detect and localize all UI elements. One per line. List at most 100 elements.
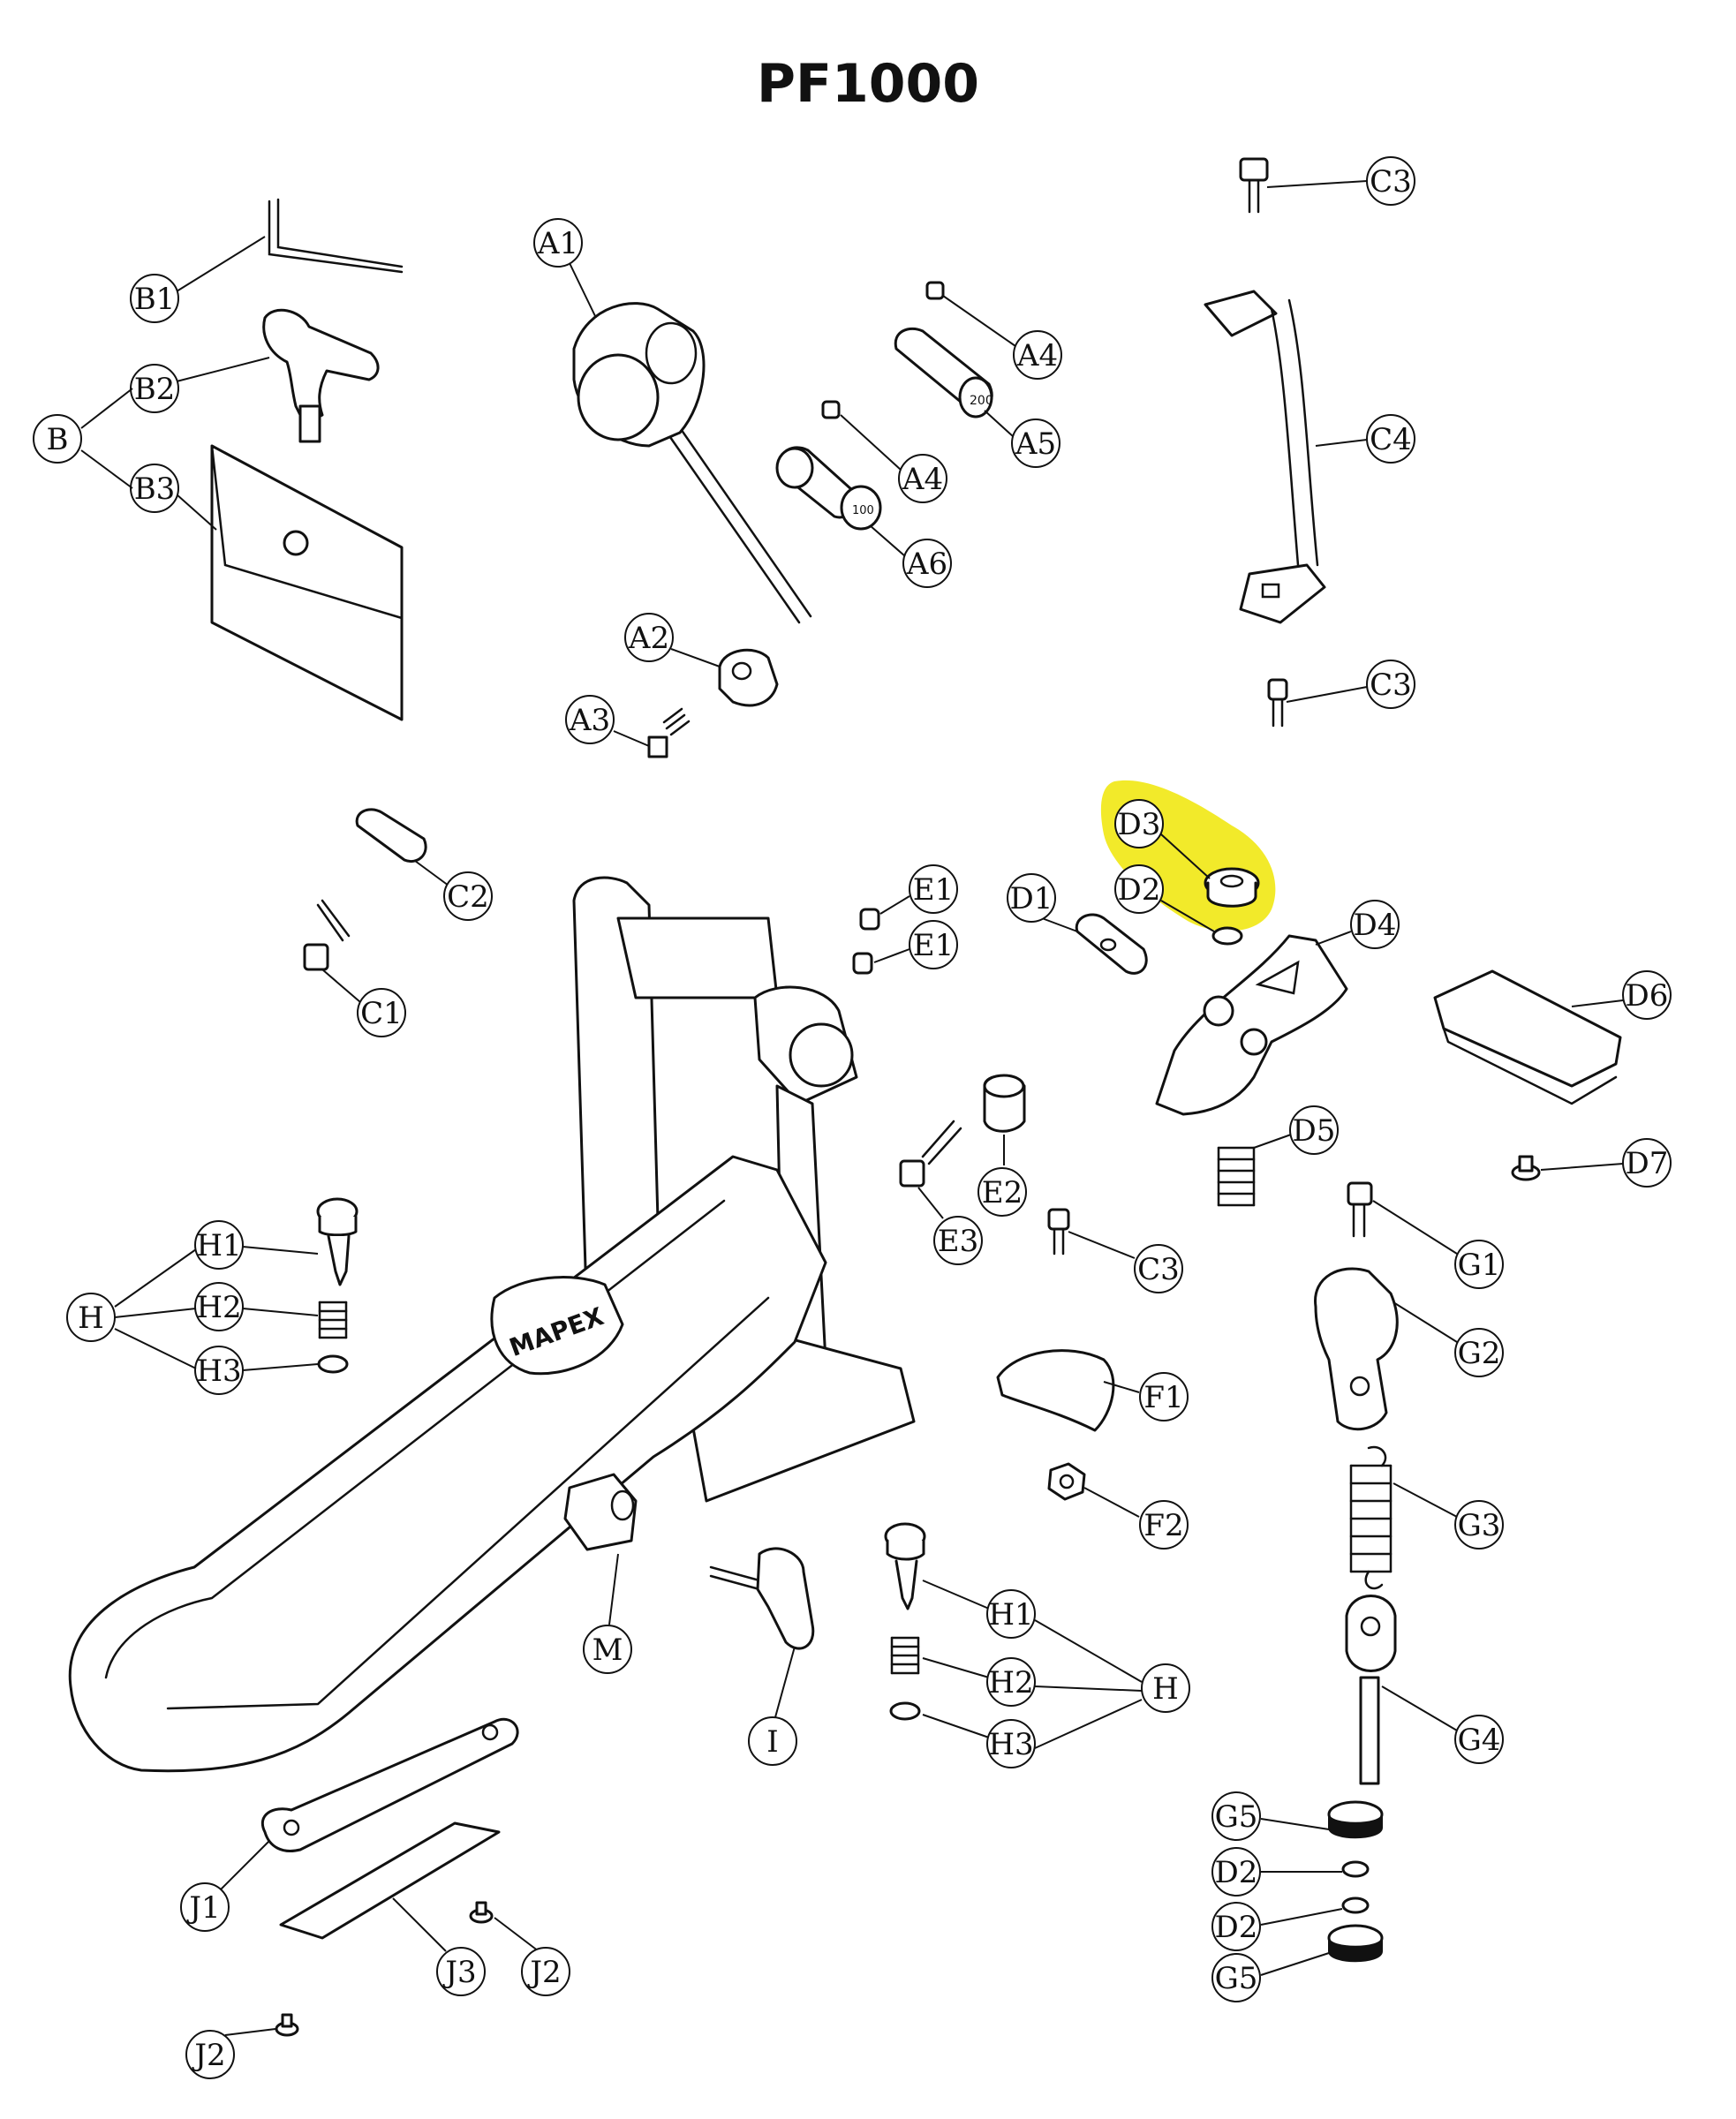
screw-c3-top: [1239, 157, 1269, 214]
cam-d4: [1155, 934, 1348, 1116]
svg-text:A6: A6: [906, 547, 947, 582]
svg-text:B3: B3: [134, 471, 176, 507]
callout-H2-right: H2: [922, 1657, 1036, 1707]
svg-text:A4: A4: [902, 462, 943, 497]
callout-I: I: [748, 1646, 797, 1766]
svg-text:B2: B2: [134, 372, 176, 407]
svg-text:C3: C3: [1137, 1252, 1180, 1287]
svg-text:M: M: [593, 1633, 623, 1668]
callout-C3-top: C3: [1266, 156, 1415, 206]
callout-H1-right: H1: [922, 1580, 1036, 1639]
callout-H3-right: H3: [922, 1714, 1036, 1768]
spring-d5: [1217, 1146, 1256, 1207]
sleeve-c2: [355, 808, 427, 863]
svg-text:D7: D7: [1626, 1146, 1669, 1181]
svg-text:G5: G5: [1215, 1961, 1258, 1996]
callout-C1: C1: [321, 969, 406, 1037]
svg-text:J2: J2: [192, 2038, 225, 2073]
weight-a5: 200: [894, 327, 993, 419]
pouch-b3: [210, 444, 404, 721]
svg-text:C1: C1: [360, 996, 403, 1031]
svg-text:E1: E1: [913, 928, 954, 963]
callout-B1: B1: [130, 236, 266, 323]
set-screw-a4-bottom: [821, 400, 841, 419]
svg-text:D3: D3: [1118, 807, 1161, 842]
footplate-d6: [1433, 969, 1622, 1105]
beater-stopper-f1: [996, 1349, 1115, 1432]
callout-A1: A1: [533, 218, 597, 319]
heel-block-m: [563, 1473, 638, 1551]
screw-j2-right: [469, 1901, 494, 1924]
svg-text:E1: E1: [913, 872, 954, 908]
callout-B2: B2: [130, 357, 270, 413]
svg-text:H3: H3: [988, 1727, 1033, 1762]
screw-j2-left: [275, 2013, 299, 2037]
callout-C4: C4: [1315, 414, 1415, 464]
callout-E2: E2: [977, 1135, 1027, 1217]
svg-text:H3: H3: [196, 1354, 241, 1389]
callout-F2: F2: [1083, 1487, 1189, 1550]
callout-A6: A6: [869, 524, 952, 588]
callout-D5: D5: [1253, 1105, 1339, 1155]
svg-text:D6: D6: [1626, 978, 1669, 1014]
rubber-g5-bottom: [1327, 1924, 1384, 1963]
screw-c3-lower: [1047, 1208, 1070, 1256]
svg-text:C4: C4: [1370, 422, 1412, 457]
svg-text:D2: D2: [1215, 1855, 1258, 1890]
svg-text:E2: E2: [982, 1175, 1023, 1210]
callouts: B1 B2 B3 B A1 A2 A3 A4 A5 A4 A6 C3 C4 C3…: [33, 156, 1672, 2079]
svg-text:J1: J1: [186, 1890, 220, 1926]
svg-text:A1: A1: [537, 226, 578, 261]
callout-D2-low: D2: [1211, 1902, 1343, 1951]
svg-text:G4: G4: [1458, 1723, 1501, 1758]
sleeve-e2: [983, 1074, 1026, 1133]
svg-text:A3: A3: [569, 703, 610, 738]
wing-bolt-i: [709, 1547, 815, 1650]
rubber-strip-j3: [279, 1821, 501, 1940]
callout-B3: B3: [130, 464, 217, 531]
callout-D1: D1: [1007, 873, 1078, 932]
pin-h1-right: [884, 1522, 926, 1610]
callout-E3: E3: [917, 1187, 983, 1265]
svg-text:H: H: [78, 1301, 104, 1336]
svg-text:G2: G2: [1458, 1336, 1501, 1371]
svg-text:D2: D2: [1118, 872, 1161, 908]
a5-marking: 200: [970, 394, 993, 408]
callout-D4: D4: [1315, 900, 1400, 949]
beater-holder-a2: [718, 648, 779, 707]
callout-H1-left: H1: [194, 1220, 319, 1270]
svg-text:J2: J2: [527, 1955, 561, 1990]
callout-D3: D3: [1114, 799, 1211, 879]
callout-D7: D7: [1540, 1138, 1672, 1188]
callout-J2-right: J2: [494, 1917, 570, 1996]
callout-A4-top: A4: [942, 295, 1062, 380]
washer-h3-right: [889, 1701, 921, 1721]
callout-C3-lower: C3: [1068, 1231, 1183, 1293]
base-plate-j1: [260, 1717, 519, 1852]
svg-text:J3: J3: [442, 1955, 476, 1990]
drum-key-b2: [262, 308, 380, 443]
beater-a1: [572, 302, 812, 624]
hook-g2: [1314, 1267, 1399, 1431]
spacer-d3: [1204, 867, 1260, 908]
callout-D6: D6: [1571, 970, 1672, 1020]
svg-text:F1: F1: [1143, 1380, 1183, 1415]
svg-text:D1: D1: [1010, 881, 1053, 916]
callout-A4-bottom: A4: [840, 414, 947, 503]
callout-C3-mid: C3: [1286, 660, 1415, 709]
callout-D2-mid: D2: [1211, 1847, 1342, 1897]
spring-g3: [1349, 1445, 1393, 1590]
callout-G1: G1: [1372, 1200, 1504, 1289]
callout-H2-left: H2: [194, 1282, 319, 1331]
callout-D2-top: D2: [1114, 864, 1215, 932]
callout-F1: F1: [1103, 1372, 1189, 1421]
callout-B: B: [33, 388, 133, 489]
svg-text:A2: A2: [628, 621, 669, 656]
svg-text:H2: H2: [196, 1290, 241, 1325]
weight-a6: 100: [775, 446, 882, 531]
callout-M: M: [583, 1553, 632, 1674]
svg-text:C3: C3: [1370, 164, 1412, 200]
pin-h1-left: [316, 1197, 359, 1286]
chain-c4: [1204, 290, 1326, 624]
